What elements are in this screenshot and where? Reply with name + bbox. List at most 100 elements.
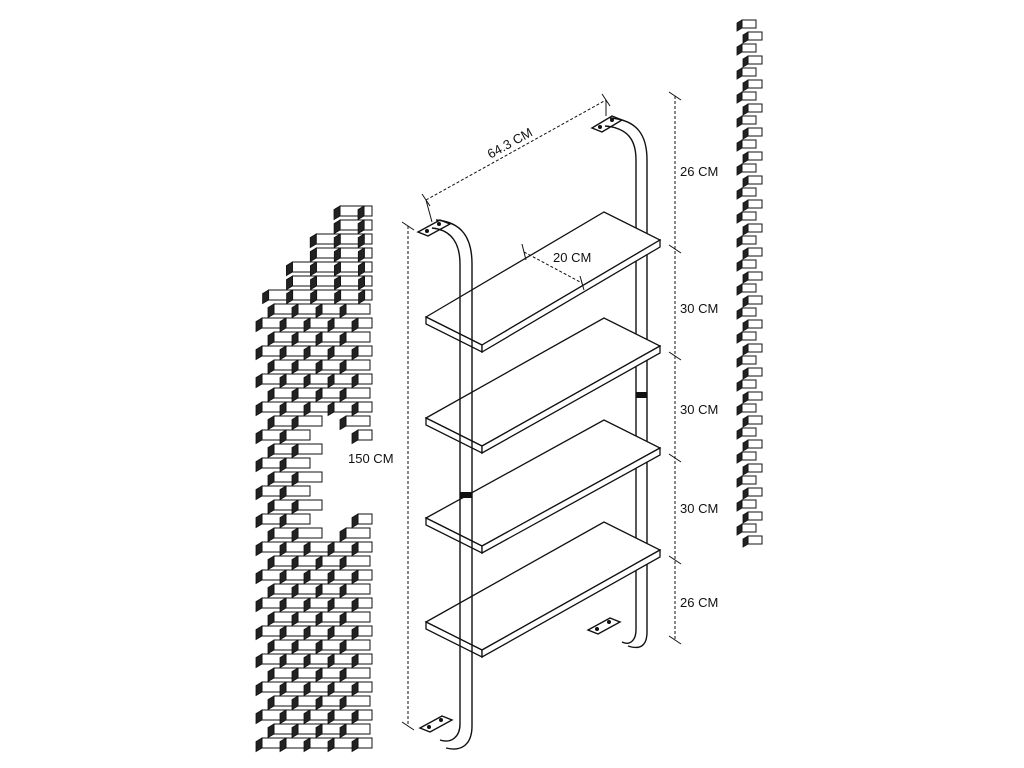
brick <box>741 283 757 293</box>
brick <box>357 653 373 665</box>
brick-side <box>255 513 263 529</box>
brick <box>345 415 371 427</box>
brick <box>747 391 763 401</box>
brick <box>297 499 323 511</box>
shelf-4 <box>424 521 662 659</box>
brick-side <box>267 611 275 627</box>
brick-side <box>736 67 743 80</box>
brick <box>741 115 757 125</box>
brick-side <box>255 485 263 501</box>
right-upright-inner <box>609 117 648 649</box>
brick <box>345 723 371 735</box>
brick-side <box>736 139 743 152</box>
brick <box>741 211 757 221</box>
brick <box>741 451 757 461</box>
brick-side <box>267 639 275 655</box>
top-left-bracket <box>416 219 452 237</box>
brick-side <box>267 387 275 403</box>
segment-top-label: 26 CM <box>680 164 718 179</box>
width-dimension-line <box>425 99 607 201</box>
right-brick-wall <box>736 19 763 548</box>
brick <box>741 475 757 485</box>
brick-side <box>742 175 749 188</box>
brick <box>363 233 373 245</box>
brick-side <box>267 583 275 599</box>
brick-side <box>255 569 263 585</box>
brick <box>747 79 763 89</box>
brick-side <box>285 261 293 277</box>
brick <box>285 485 311 497</box>
brick <box>345 611 371 623</box>
brick <box>747 295 763 305</box>
brick-side <box>267 555 275 571</box>
brick <box>747 223 763 233</box>
brick-side <box>736 187 743 200</box>
brick <box>741 43 757 53</box>
brick <box>747 247 763 257</box>
brick-side <box>742 127 749 140</box>
brick <box>741 499 757 509</box>
brick <box>747 271 763 281</box>
brick <box>285 513 311 525</box>
brick <box>357 625 373 637</box>
brick-side <box>742 463 749 476</box>
brick <box>747 199 763 209</box>
shelf-unit <box>416 115 662 750</box>
brick <box>747 535 763 545</box>
brick-side <box>736 451 743 464</box>
brick-side <box>742 151 749 164</box>
brick-side <box>742 487 749 500</box>
brick <box>741 403 757 413</box>
brick-side <box>351 513 359 529</box>
brick-side <box>736 307 743 320</box>
brick-side <box>327 737 335 753</box>
brick-side <box>742 367 749 380</box>
brick <box>345 695 371 707</box>
brick <box>741 427 757 437</box>
brick-side <box>736 403 743 416</box>
brick <box>345 359 371 371</box>
brick-side <box>742 79 749 92</box>
brick-side <box>742 31 749 44</box>
brick-side <box>255 429 263 445</box>
brick-side <box>333 205 341 221</box>
total-height-label: 150 CM <box>348 451 394 466</box>
brick <box>747 415 763 425</box>
brick <box>741 523 757 533</box>
brick-side <box>267 527 275 543</box>
brick <box>357 345 373 357</box>
brick-side <box>255 457 263 473</box>
brick <box>747 175 763 185</box>
brick <box>747 343 763 353</box>
brick-side <box>736 211 743 224</box>
right-joint <box>636 392 647 398</box>
brick <box>345 387 371 399</box>
brick <box>297 527 323 539</box>
brick-side <box>309 233 317 249</box>
brick-side <box>333 219 341 235</box>
brick-side <box>255 345 263 361</box>
brick <box>297 415 323 427</box>
brick <box>741 139 757 149</box>
brick-side <box>742 535 749 548</box>
brick-side <box>736 43 743 56</box>
brick <box>345 527 371 539</box>
brick <box>357 541 373 553</box>
brick-side <box>255 625 263 641</box>
brick <box>285 457 311 469</box>
width-label: 64.3 CM <box>485 125 535 162</box>
brick-side <box>742 511 749 524</box>
brick <box>747 319 763 329</box>
brick-side <box>742 295 749 308</box>
brick <box>345 583 371 595</box>
segment-bottom-label: 26 CM <box>680 595 718 610</box>
brick-side <box>286 275 293 291</box>
brick-side <box>339 527 347 543</box>
brick-side <box>303 737 311 753</box>
brick-side <box>742 415 749 428</box>
brick-side <box>262 289 270 305</box>
brick <box>357 429 373 441</box>
brick <box>747 511 763 521</box>
